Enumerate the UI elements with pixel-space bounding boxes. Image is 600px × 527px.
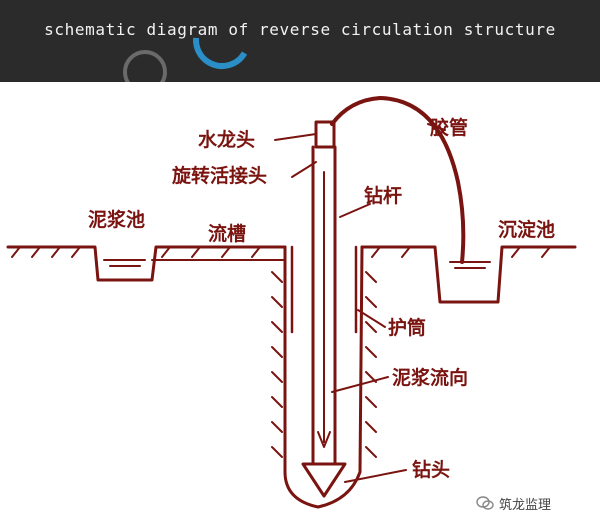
leader-drill-bit [344,469,407,483]
label-flow-trough: 流槽 [208,222,246,245]
label-rotary-joint: 旋转活接头 [171,164,267,187]
label-settling-tank: 沉淀池 [498,218,555,241]
leader-rotary-joint [291,161,317,178]
diagram-canvas: 水龙头 胶管 旋转活接头 钻杆 泥浆池 流槽 沉淀池 护筒 泥浆流向 钻头 [6,96,577,509]
label-drill-bit: 钻头 [412,458,450,481]
label-swivel: 水龙头 [198,128,255,151]
watermark-text: 筑龙监理 [499,497,552,513]
leader-mud-flow [331,376,389,393]
header-bar: schematic diagram of reverse circulation… [0,0,600,82]
ring-icon [123,50,167,82]
label-drill-rod: 钻杆 [364,184,402,207]
page-title: schematic diagram of reverse circulation… [44,20,556,39]
ground-line-right [360,245,577,304]
hatch-ground-right [371,246,551,258]
ground-line-left [6,245,287,282]
drill-rod [311,145,337,464]
mud-flow-arrow [317,171,331,448]
hatch-right [365,271,377,458]
hatch-left [271,271,283,458]
header-decoration [123,11,251,82]
label-casing: 护筒 [388,316,426,339]
leader-hose [427,123,446,131]
borehole-wall [283,245,364,509]
label-mud-pit: 泥浆池 [88,208,145,231]
leader-drill-rod [339,203,371,218]
hatch-ground-left [11,246,261,258]
settling-tank-water [449,261,491,269]
loading-arc-icon [193,11,251,69]
label-mud-flow-direction: 泥浆流向 [392,366,468,389]
watermark: 筑龙监理 [476,491,594,515]
wechat-icon [476,496,494,510]
casing-lines [290,245,358,334]
drill-bit-shape [301,462,347,498]
leader-casing [357,309,386,328]
hose [330,96,466,264]
leader-swivel [274,133,317,141]
label-hose: 胶管 [430,116,468,139]
reverse-circulation-diagram: 水龙头 胶管 旋转活接头 钻杆 泥浆池 流槽 沉淀池 护筒 泥浆流向 钻头 [0,82,600,523]
mud-pit-water [103,259,146,267]
